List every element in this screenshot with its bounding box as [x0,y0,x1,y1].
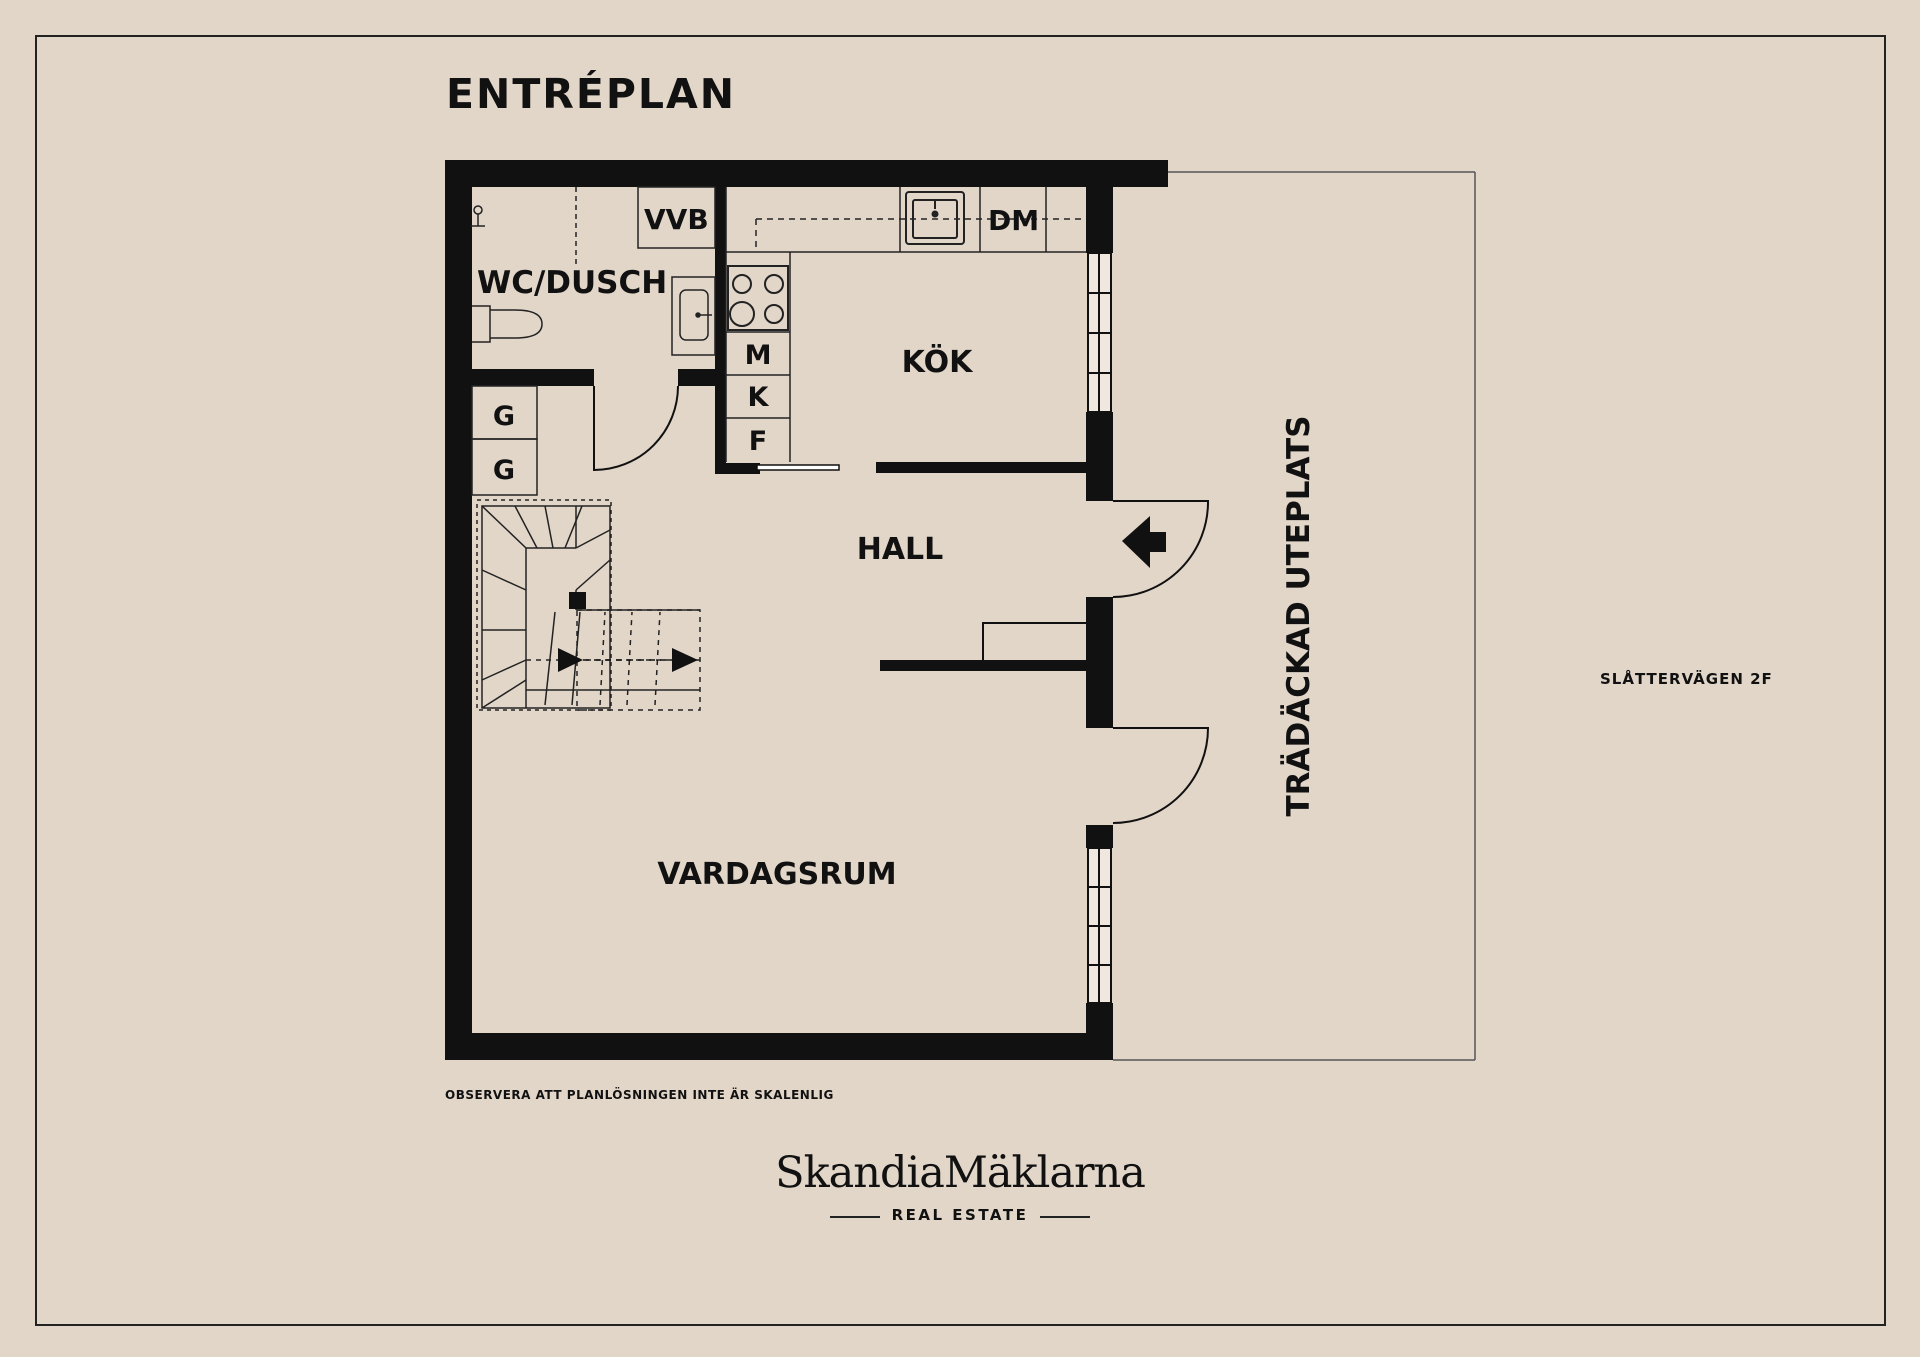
label-dm: DM [988,204,1039,237]
interior-walls [472,187,1086,671]
label-hall: HALL [857,532,944,567]
exterior-walls [445,160,1168,1060]
label-vardagsrum: VARDAGSRUM [657,857,896,892]
address-label: SLÅTTERVÄGEN 2F [1600,670,1773,688]
label-m: M [745,340,772,371]
entrance-arrow-icon [1122,516,1166,568]
stove-icon [727,265,789,331]
kitchen-counter [725,187,1086,462]
kitchen-door [756,464,840,471]
kitchen-window [1087,252,1112,413]
patio-deck [1113,171,1476,1061]
storage-units [471,385,538,496]
stair-arrow-icon-2 [672,648,698,672]
label-wc-dusch: WC/DUSCH [477,265,667,301]
hall-shelf [982,622,1086,660]
label-kok: KÖK [902,343,974,380]
tagline-rule-right [1040,1216,1090,1218]
shower-head-icon [471,205,485,227]
living-room-window [1087,847,1112,1004]
brand-logo-text: SkandiaMäklarna [775,1148,1146,1198]
label-g-1: G [493,401,515,432]
tagline-rule-left [830,1216,880,1218]
closet-door [593,385,679,472]
label-vvb: VVB [644,203,709,236]
label-k: K [748,382,770,413]
label-f: F [749,426,767,457]
entrance-door [1112,500,1210,598]
stair-post [569,592,586,609]
page-frame [35,35,1886,1326]
wc-fixtures [472,186,716,356]
label-tradackad-uteplats: TRÄDÄCKAD UTEPLATS [1281,415,1317,816]
label-g-2: G [493,455,515,486]
scale-disclaimer: OBSERVERA ATT PLANLÖSNINGEN INTE ÄR SKAL… [445,1088,834,1102]
stair-arrow-icon [558,648,583,672]
brand-tagline: REAL ESTATE [891,1206,1029,1224]
sink-icon [905,191,965,245]
patio-door [1112,727,1210,824]
staircase [476,499,701,711]
plan-title: ENTRÉPLAN [446,70,737,118]
